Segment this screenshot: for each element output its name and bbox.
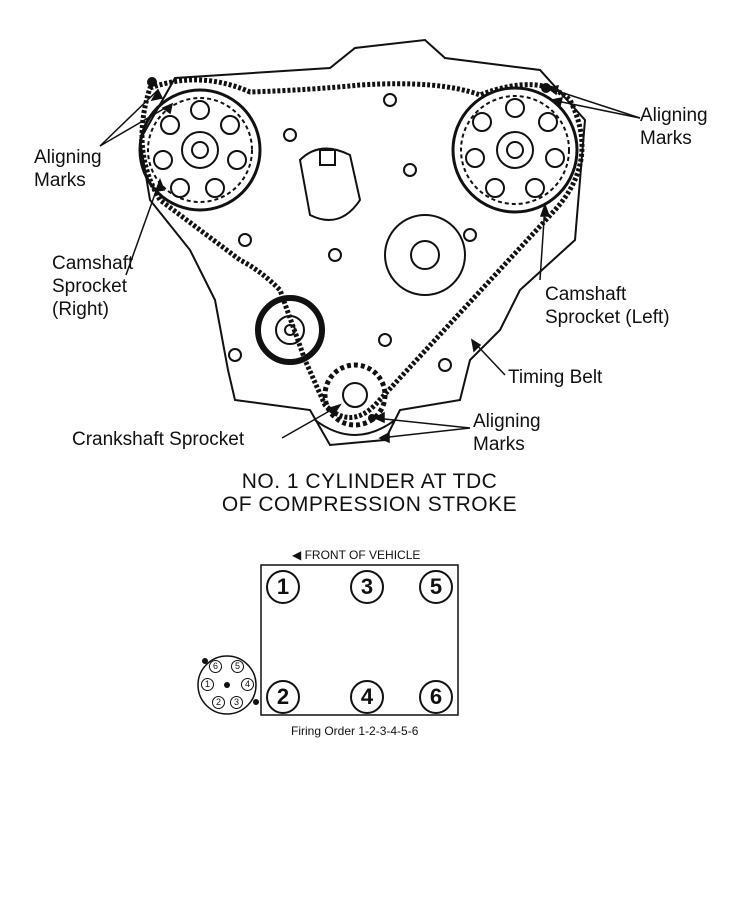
camshaft-sprocket-left: [451, 86, 579, 214]
cylinder-6: 6: [419, 680, 453, 714]
caption-line-1: NO. 1 CYLINDER AT TDC: [241, 470, 498, 493]
front-of-vehicle-label: ◀ FRONT OF VEHICLE: [292, 548, 421, 562]
distributor-terminal-3: 3: [230, 696, 243, 709]
timing-belt-label: Timing Belt: [508, 367, 603, 388]
crankshaft-sprocket: [314, 362, 396, 436]
camshaft-sprocket-right: [138, 88, 262, 212]
cylinder-4: 4: [350, 680, 384, 714]
cylinder-2: 2: [266, 680, 300, 714]
cylinder-3: 3: [350, 570, 384, 604]
firing-order-label: Firing Order 1-2-3-4-5-6: [291, 724, 419, 738]
tensioner-pulley: [255, 295, 325, 365]
distributor-terminal-6: 6: [209, 660, 222, 673]
distributor-terminal-1: 1: [201, 678, 214, 691]
cylinder-1: 1: [266, 570, 300, 604]
caption-line-2: OF COMPRESSION STROKE: [221, 493, 518, 516]
crankshaft-sprocket-label: Crankshaft Sprocket: [72, 429, 245, 450]
engine-timing-diagram: [99, 38, 641, 447]
arrow-left-icon: ◀: [292, 548, 302, 562]
distributor-terminal-2: 2: [212, 696, 225, 709]
distributor-terminal-5: 5: [231, 660, 244, 673]
engine-block-outline: [138, 38, 587, 447]
distributor-terminal-4: 4: [241, 678, 254, 691]
water-pump: [384, 214, 466, 296]
timing-belt: [139, 77, 585, 420]
cylinder-5: 5: [419, 570, 453, 604]
